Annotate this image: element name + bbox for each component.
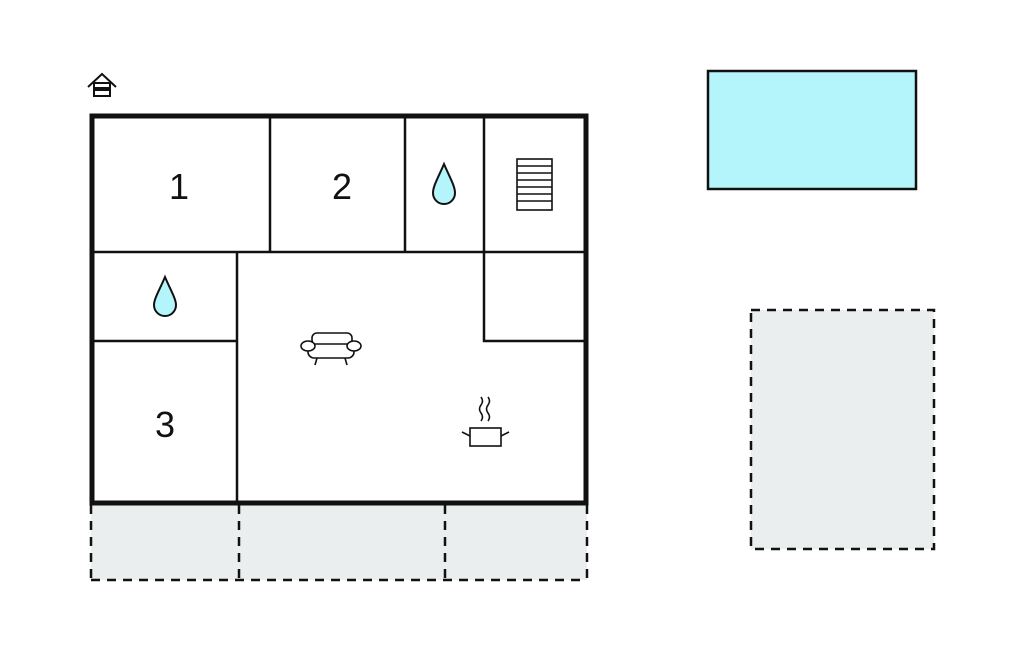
pool — [706, 69, 918, 191]
room-label-3: 3 — [155, 404, 175, 445]
stairs-icon — [516, 158, 553, 211]
house-entrance-icon — [87, 72, 117, 97]
room-label-1: 1 — [169, 166, 189, 207]
terrace-bottom — [89, 505, 589, 582]
interior-walls — [92, 116, 586, 503]
water-drop-icon — [431, 161, 457, 205]
room-label-2: 2 — [332, 166, 352, 207]
water-drop-icon — [152, 274, 178, 317]
terrace-right — [749, 308, 936, 551]
cooking-pot-icon — [461, 396, 510, 447]
sofa-icon — [300, 332, 362, 366]
